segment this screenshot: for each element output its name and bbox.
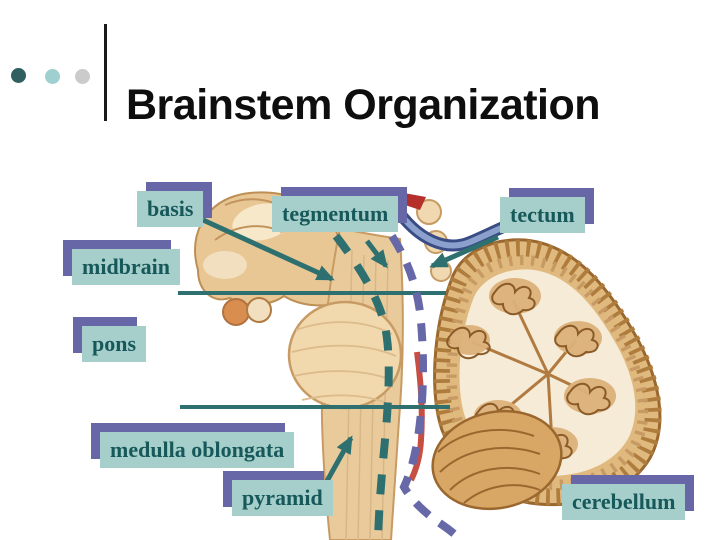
label-cerebellum: cerebellum bbox=[562, 484, 686, 521]
label-tectum: tectum bbox=[500, 197, 585, 234]
title-divider-line bbox=[104, 24, 107, 121]
boundary-lines bbox=[178, 291, 450, 409]
tegmentum-arrow bbox=[365, 239, 388, 269]
label-basis: basis bbox=[137, 191, 204, 228]
pyramid-arrow bbox=[324, 435, 354, 483]
cerebellum-drawing bbox=[435, 238, 660, 507]
bullet-dot-gray bbox=[75, 69, 90, 84]
bullet-dot-dark bbox=[11, 68, 26, 83]
label-tegmentum: tegmentum bbox=[272, 196, 399, 233]
fourth-ventricle-red-streak bbox=[408, 351, 425, 482]
tegmentum-basis-dashed-divider bbox=[332, 233, 393, 540]
purple-dashed-divider bbox=[388, 233, 465, 540]
red-tissue-patch bbox=[402, 193, 426, 210]
bullet-dot-light bbox=[45, 69, 60, 84]
label-pyramid: pyramid bbox=[232, 480, 333, 517]
basis-arrow bbox=[201, 217, 335, 282]
pons-drawing bbox=[287, 300, 403, 410]
page-title: Brainstem Organization bbox=[126, 80, 601, 129]
label-midbrain: midbrain bbox=[72, 249, 181, 286]
label-pons: pons bbox=[82, 326, 147, 363]
mammillary-body bbox=[222, 298, 250, 326]
tectum-arrow bbox=[429, 234, 500, 269]
label-medulla-oblongata: medulla oblongata bbox=[100, 432, 295, 469]
infundibulum bbox=[246, 297, 272, 323]
cerebellar-tonsil-drawing bbox=[431, 409, 563, 511]
pointer-arrows bbox=[201, 217, 500, 483]
